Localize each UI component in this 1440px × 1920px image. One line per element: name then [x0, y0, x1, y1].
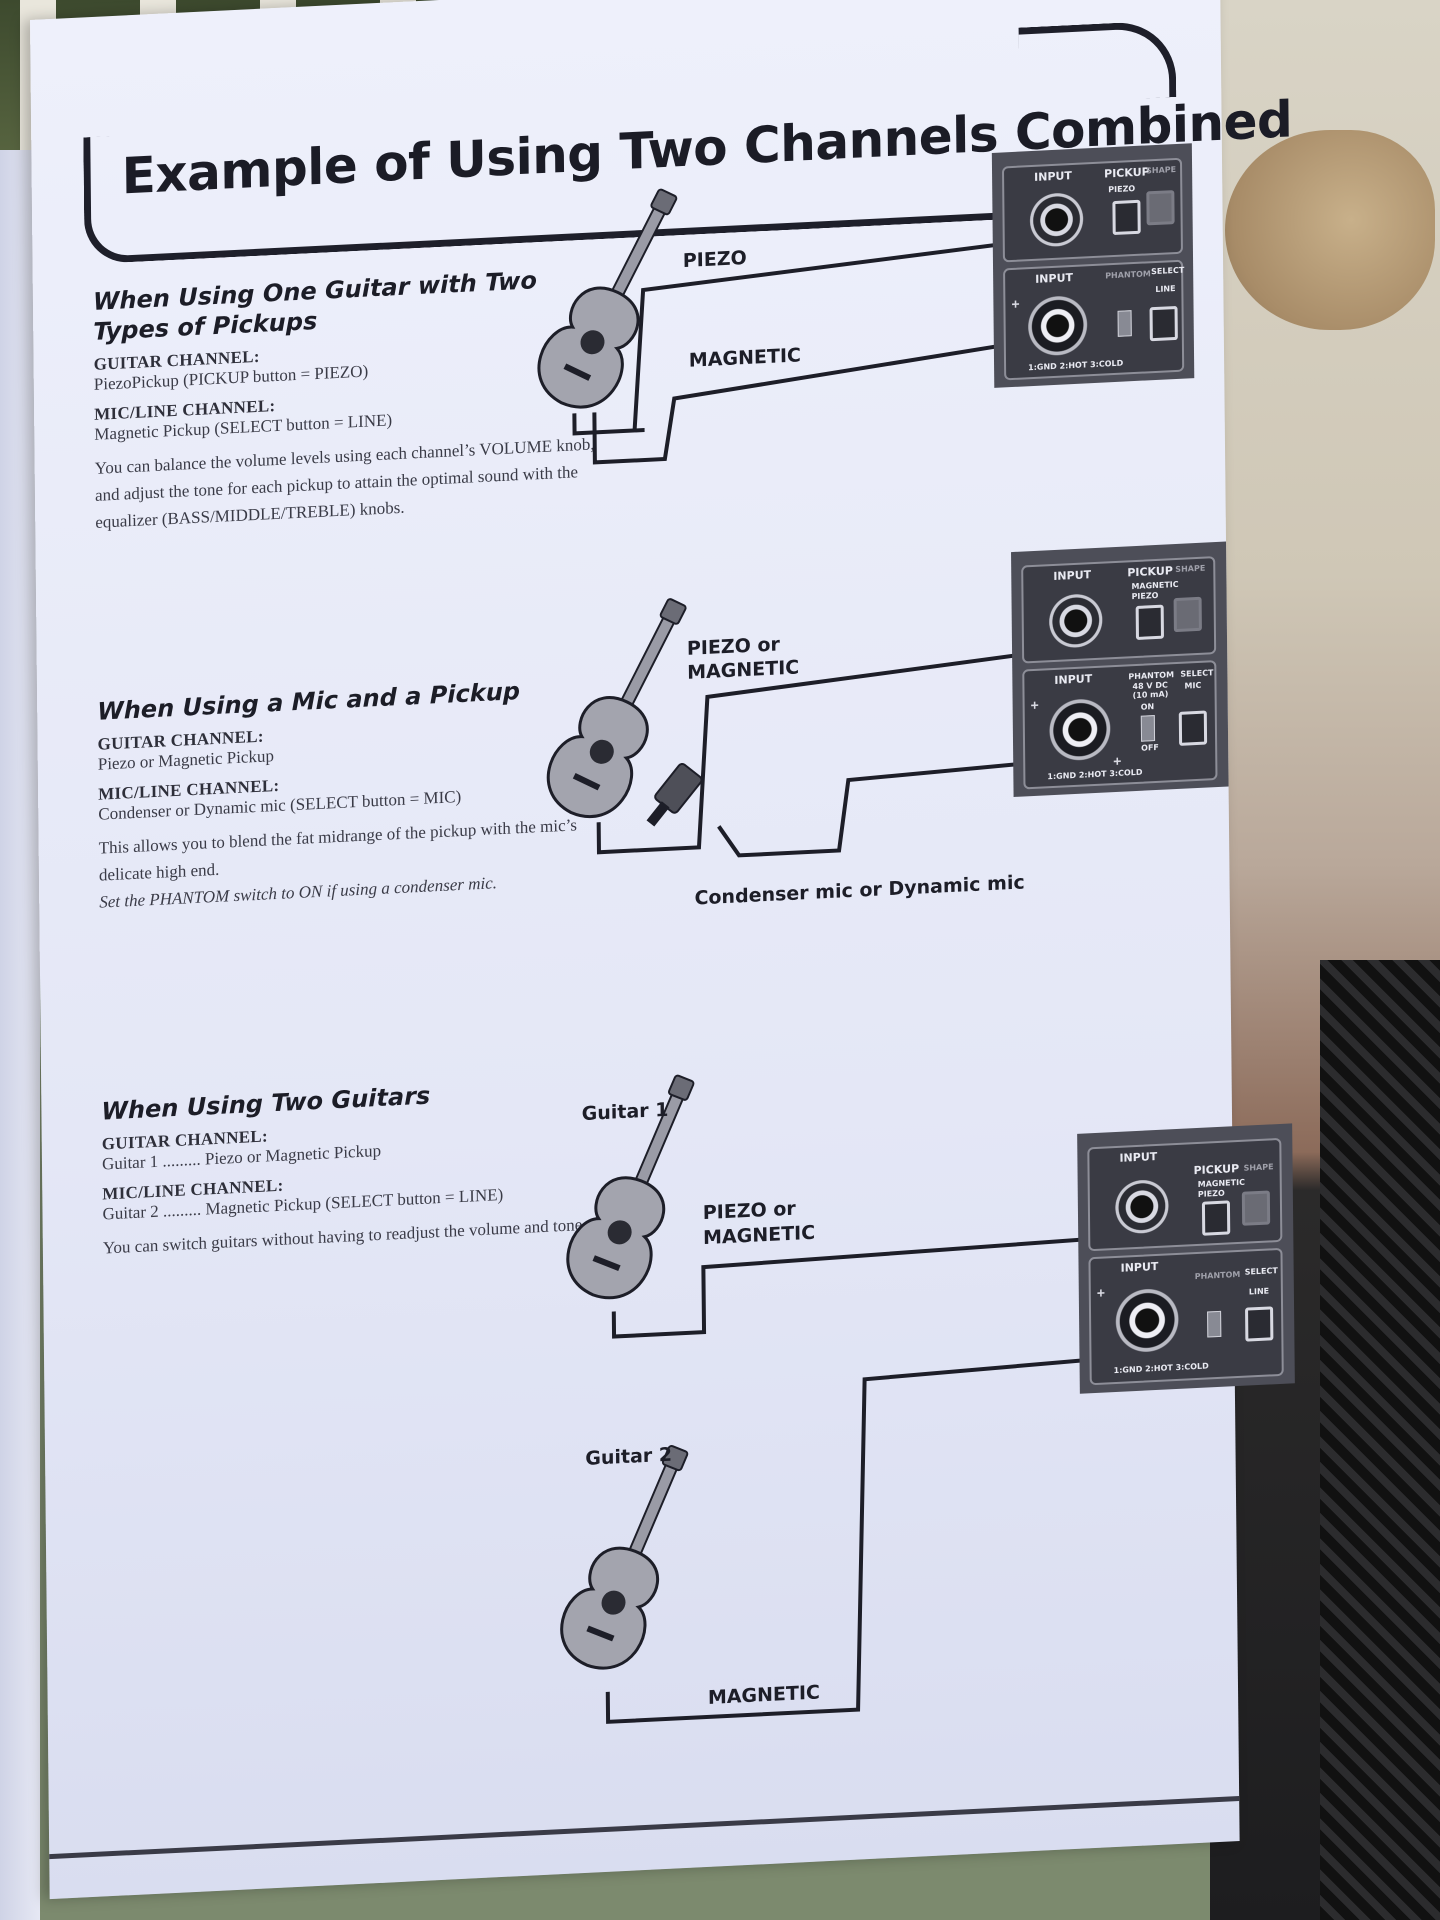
- mic-label: MIC: [1184, 680, 1202, 691]
- cable-label-piezo-or: PIEZO or: [686, 633, 780, 660]
- plus-icon: +: [1011, 295, 1020, 313]
- guitar-channel-box: INPUT PICKUP SHAPE PIEZO: [1001, 157, 1183, 263]
- cable-piezo-1: [632, 239, 1023, 431]
- booklet-left-page-edge: [0, 150, 40, 1920]
- background-dog: [1225, 130, 1435, 330]
- select-label: SELECT: [1180, 668, 1214, 679]
- input-label: INPUT: [1119, 1149, 1158, 1165]
- pinout-label: 1:GND 2:HOT 3:COLD: [1047, 767, 1143, 782]
- pickup-label: PICKUP: [1104, 165, 1150, 181]
- amp-input-panel: INPUT PICKUP SHAPE MAGNETIC PIEZO INPUT …: [1077, 1123, 1295, 1394]
- shape-label: SHAPE: [1243, 1162, 1274, 1173]
- mic-line-xlr-jack: [1025, 292, 1091, 360]
- input-label: INPUT: [1035, 271, 1074, 286]
- select-label: SELECT: [1151, 265, 1185, 277]
- mic-line-channel-box: INPUT PHANTOM 48 V DC (10 mA) ON OFF SEL…: [1022, 660, 1218, 790]
- cable-magnetic-1: [592, 339, 1030, 465]
- piezo-label: PIEZO: [1131, 590, 1159, 602]
- condenser-mic: [646, 762, 703, 827]
- magnetic-label: MAGNETIC: [1197, 1177, 1245, 1189]
- select-button: [1178, 710, 1208, 746]
- cable-loop-1: [572, 413, 645, 436]
- guitar-input-jack: [1028, 190, 1085, 250]
- phantom-label: PHANTOM: [1194, 1269, 1241, 1282]
- manual-page: Example of Using Two Channels Combined W…: [30, 0, 1295, 1900]
- shape-button: [1241, 1190, 1271, 1226]
- phantom-switch: [1117, 310, 1132, 337]
- shape-label: SHAPE: [1175, 563, 1206, 575]
- off-label: OFF: [1141, 742, 1159, 753]
- mic-line-xlr-jack: [1112, 1284, 1182, 1357]
- shape-button: [1146, 190, 1175, 226]
- cable-mic-2: [717, 757, 1074, 858]
- guitar-channel-box: INPUT PICKUP SHAPE MAGNETIC PIEZO: [1021, 556, 1217, 664]
- shape-label: SHAPE: [1146, 164, 1177, 176]
- select-button: [1149, 305, 1178, 342]
- cable-label-piezo: PIEZO: [682, 246, 747, 273]
- acoustic-guitar-icon: [537, 188, 678, 409]
- cable-label-piezo-or: PIEZO or: [702, 1197, 796, 1225]
- plus-icon: +: [1030, 696, 1039, 714]
- on-label: ON: [1140, 702, 1155, 712]
- cable-guitar2: [605, 1354, 1130, 1724]
- shape-button: [1173, 596, 1202, 633]
- acoustic-guitar-icon: [546, 598, 687, 819]
- line-label: LINE: [1248, 1286, 1270, 1297]
- cable-lines: [572, 239, 1130, 1724]
- select-button: [1245, 1306, 1274, 1342]
- pickup-label: PICKUP: [1193, 1161, 1240, 1178]
- line-label: LINE: [1155, 284, 1176, 294]
- phantom-switch: [1207, 1310, 1222, 1338]
- pickup-button: [1201, 1200, 1231, 1236]
- guitar-input-jack: [1047, 591, 1105, 651]
- mic-line-channel-box: INPUT PHANTOM SELECT LINE + 1:GND 2:HOT …: [1088, 1247, 1284, 1386]
- plus-icon: +: [1113, 752, 1122, 770]
- pickup-label: PICKUP: [1127, 564, 1173, 580]
- cable-guitar1: [611, 1234, 1124, 1339]
- input-label: INPUT: [1034, 169, 1072, 184]
- background-wicker-chair: [1320, 960, 1440, 1920]
- mic-line-xlr-jack: [1046, 695, 1114, 765]
- acoustic-guitar-icon: [566, 1074, 695, 1299]
- piezo-label: PIEZO: [1108, 183, 1136, 195]
- guitar-channel-box: INPUT PICKUP SHAPE MAGNETIC PIEZO: [1087, 1137, 1283, 1252]
- phantom-switch: [1140, 715, 1156, 742]
- mic-line-channel-box: INPUT PHANTOM SELECT LINE + 1:GND 2:HOT …: [1003, 259, 1185, 381]
- pickup-button: [1135, 604, 1164, 640]
- phantom-spec-current: (10 mA): [1132, 689, 1169, 701]
- guitar-input-jack: [1113, 1177, 1171, 1237]
- select-label: SELECT: [1244, 1266, 1278, 1277]
- pinout-label: 1:GND 2:HOT 3:COLD: [1113, 1361, 1209, 1376]
- input-label: INPUT: [1054, 672, 1093, 687]
- pickup-button: [1112, 199, 1141, 236]
- pinout-label: 1:GND 2:HOT 3:COLD: [1028, 358, 1124, 373]
- plus-icon: +: [1096, 1284, 1106, 1301]
- input-label: INPUT: [1120, 1259, 1159, 1275]
- input-label: INPUT: [1053, 568, 1092, 584]
- phantom-label: PHANTOM: [1105, 269, 1151, 281]
- guitar-2-label: Guitar 2: [585, 1443, 673, 1470]
- amp-input-panel: INPUT PICKUP SHAPE PIEZO INPUT PHANTOM S…: [991, 143, 1195, 388]
- amp-input-panel: INPUT PICKUP SHAPE MAGNETIC PIEZO INPUT …: [1011, 541, 1229, 797]
- acoustic-guitar-icon: [560, 1444, 689, 1670]
- magnetic-label: MAGNETIC: [1131, 579, 1179, 592]
- guitar-1-label: Guitar 1: [581, 1098, 669, 1126]
- piezo-label: PIEZO: [1197, 1188, 1225, 1199]
- cable-pickup-2: [596, 647, 1058, 855]
